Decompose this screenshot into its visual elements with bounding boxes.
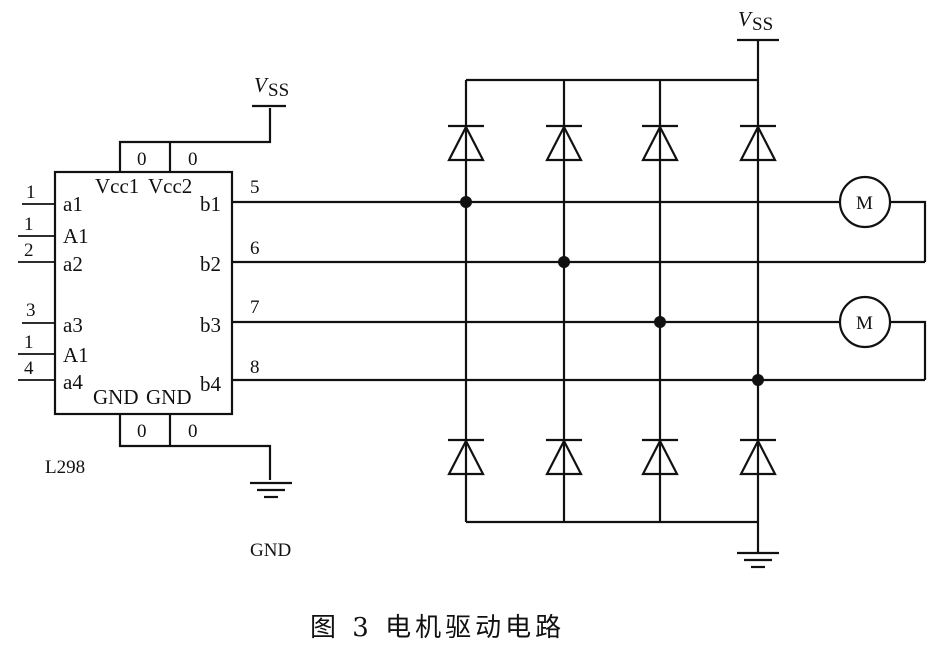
diode-bridge <box>464 38 779 569</box>
svg-text:SS: SS <box>268 80 289 101</box>
svg-text:V: V <box>738 7 753 31</box>
output-pin-number-5: 5 <box>250 177 260 198</box>
motor-1-label: M <box>856 193 873 214</box>
svg-text:SS: SS <box>752 14 773 35</box>
output-label-b2: b2 <box>200 252 221 276</box>
figure-caption: 图 3 电机驱动电路 <box>310 613 565 643</box>
chip-label-gnd-right: GND <box>146 385 192 409</box>
diode-top-4 <box>739 124 777 162</box>
bottom-pin-right-number: 0 <box>188 421 198 442</box>
l298-chip-body <box>53 170 234 416</box>
diode-bottom-3 <box>641 438 679 476</box>
output-pin-number-7: 7 <box>250 297 260 318</box>
junction-dot-b1 <box>460 196 472 208</box>
svg-text:V: V <box>254 73 269 97</box>
output-pin-number-8: 8 <box>250 357 260 378</box>
bottom-pin-left-number: 0 <box>137 421 147 442</box>
ground-label: GND <box>250 540 291 561</box>
input-pin-number-A1-top: 1 <box>24 214 34 235</box>
chip-input-pins: 1 a1 1 A1 2 a2 3 a3 1 A1 4 a4 <box>18 182 89 394</box>
input-label-A1-top: A1 <box>63 224 89 248</box>
diode-top-2 <box>545 124 583 162</box>
chip-bottom-pins: 0 0 <box>118 414 272 480</box>
input-label-a1: a1 <box>63 192 83 216</box>
diode-bottom-4 <box>739 438 777 476</box>
junction-dot-b2 <box>558 256 570 268</box>
motor-2-label: M <box>856 313 873 334</box>
chip-label-vcc1: Vcc1 <box>95 174 139 198</box>
diode-bottom-2 <box>545 438 583 476</box>
output-label-b4: b4 <box>200 372 222 396</box>
chip-top-pins: 0 0 <box>118 104 286 172</box>
top-pin-left-number: 0 <box>137 149 147 170</box>
motor-1: M <box>838 175 927 262</box>
output-label-b3: b3 <box>200 313 221 337</box>
input-pin-number-3: 3 <box>26 300 36 321</box>
input-pin-number-2: 2 <box>24 240 34 261</box>
input-label-a4: a4 <box>63 370 83 394</box>
chip-label-vcc2: Vcc2 <box>148 174 192 198</box>
input-pin-number-1: 1 <box>26 182 36 203</box>
chip-label-gnd-left: GND <box>93 385 139 409</box>
chip-name-label: L298 <box>45 457 85 478</box>
diode-top-3 <box>641 124 679 162</box>
motor-2: M <box>838 295 927 380</box>
input-pin-number-A1-bottom: 1 <box>24 332 34 353</box>
output-label-b1: b1 <box>200 192 221 216</box>
ground-symbol-chip <box>250 481 292 499</box>
diode-bottom-1 <box>447 438 485 476</box>
junction-dot-b4 <box>752 374 764 386</box>
vss-label-bridge: V SS <box>738 7 773 35</box>
diode-top-1 <box>447 124 485 162</box>
input-pin-number-4: 4 <box>24 358 34 379</box>
input-label-a3: a3 <box>63 313 83 337</box>
vss-label-chip: V SS <box>254 73 289 101</box>
output-pin-number-6: 6 <box>250 238 260 259</box>
top-pin-right-number: 0 <box>188 149 198 170</box>
input-label-A1-bottom: A1 <box>63 343 89 367</box>
output-wires <box>232 200 925 382</box>
junction-dot-b3 <box>654 316 666 328</box>
input-label-a2: a2 <box>63 252 83 276</box>
